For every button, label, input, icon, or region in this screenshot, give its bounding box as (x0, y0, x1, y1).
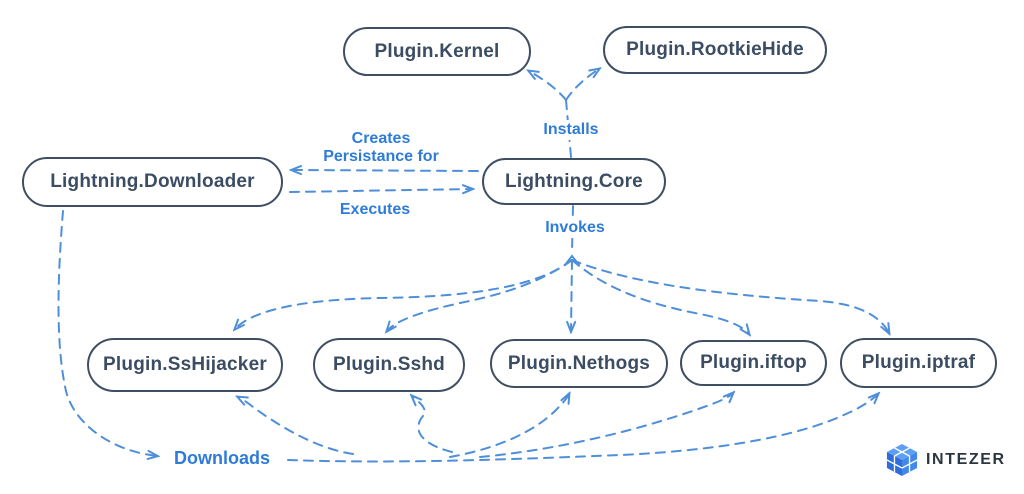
node-plugin-rootkiehide: Plugin.RootkieHide (603, 26, 827, 74)
edge-downloads-iftop (479, 393, 733, 458)
edge-invokes-sshijacker (235, 259, 573, 329)
edge-label-creates-line2: Persistance for (323, 148, 439, 165)
node-lightning-downloader: Lightning.Downloader (22, 157, 283, 207)
node-plugin-kernel: Plugin.Kernel (343, 27, 531, 76)
edge-label-invokes: Invokes (541, 218, 609, 238)
edge-downloads-nethogs (449, 394, 569, 458)
edge-invokes-iptraf (571, 259, 889, 333)
node-plugin-sshijacker: Plugin.SsHijacker (87, 338, 283, 392)
edge-invokes-nethogs (571, 259, 572, 331)
edge-invokes-sshd (387, 259, 573, 331)
node-plugin-sshd: Plugin.Sshd (313, 338, 465, 392)
edge-executes (289, 189, 472, 192)
intezer-wordmark: INTEZER (926, 451, 1006, 468)
node-lightning-core: Lightning.Core (482, 158, 666, 205)
edge-installs-stem (565, 99, 572, 158)
edge-downloads-sshijacker (238, 397, 354, 455)
edge-label-creates-persistance: Creates Persistance for (319, 129, 443, 167)
edge-invokes-iftop (571, 259, 749, 334)
edge-downloads-lead (57, 210, 158, 456)
intezer-logo: INTEZER (886, 443, 1006, 477)
edge-label-downloads: Downloads (169, 446, 275, 470)
edge-installs-rootkiehide (565, 69, 599, 101)
edge-downloads-iptraf (287, 394, 878, 463)
node-plugin-iptraf: Plugin.iptraf (840, 338, 997, 388)
edge-label-executes: Executes (335, 200, 415, 220)
node-plugin-iftop: Plugin.iftop (680, 340, 827, 386)
edge-downloads-sshd (412, 396, 453, 453)
edge-creates-persistance (292, 170, 479, 171)
edge-label-installs: Installs (539, 120, 603, 140)
edge-installs-kernel (529, 71, 567, 101)
node-plugin-nethogs: Plugin.Nethogs (490, 339, 668, 388)
cube-icon (886, 444, 918, 476)
edge-label-creates-line1: Creates (351, 130, 411, 148)
